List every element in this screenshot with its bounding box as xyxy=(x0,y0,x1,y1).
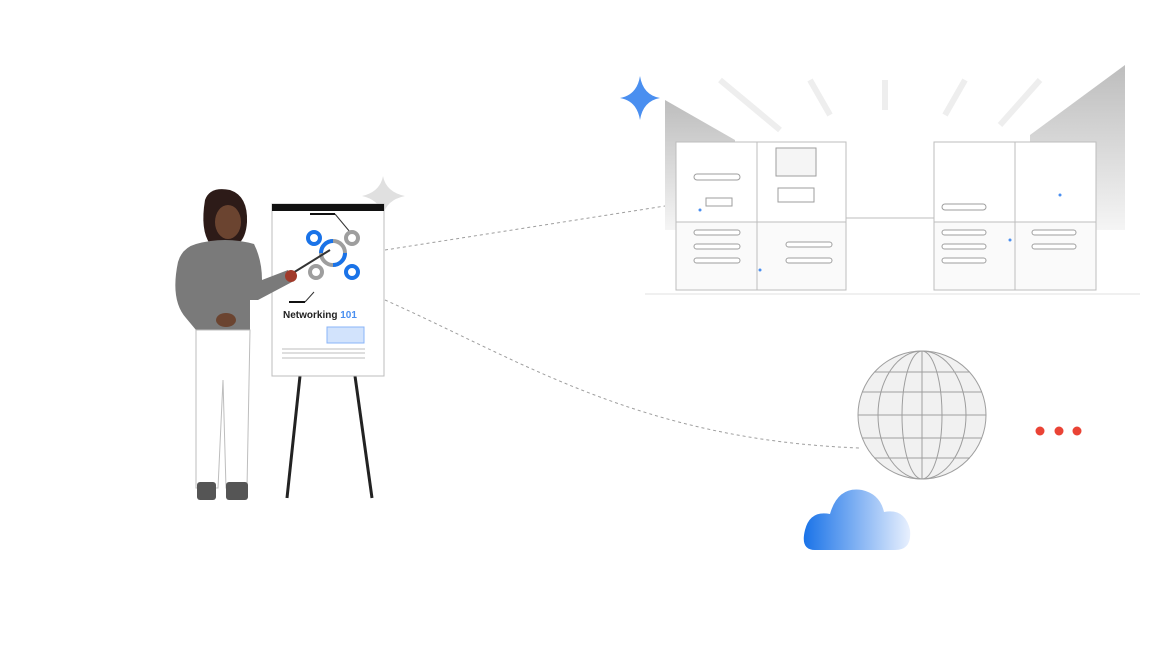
sparkle-icon xyxy=(362,176,405,216)
more-dots-icon xyxy=(1035,426,1082,436)
sparkle-icon xyxy=(620,76,660,120)
connection-line-server xyxy=(384,205,666,251)
cloud-icon xyxy=(803,489,911,550)
flipchart-title: Networking 101 xyxy=(283,310,357,321)
network-diagram-icon xyxy=(289,213,360,303)
easel xyxy=(285,375,374,499)
connection-line-globe xyxy=(384,299,861,449)
server-rack-icon xyxy=(645,65,1140,295)
flipchart xyxy=(271,203,385,377)
globe-icon xyxy=(857,350,987,480)
presenter-person xyxy=(175,189,331,500)
